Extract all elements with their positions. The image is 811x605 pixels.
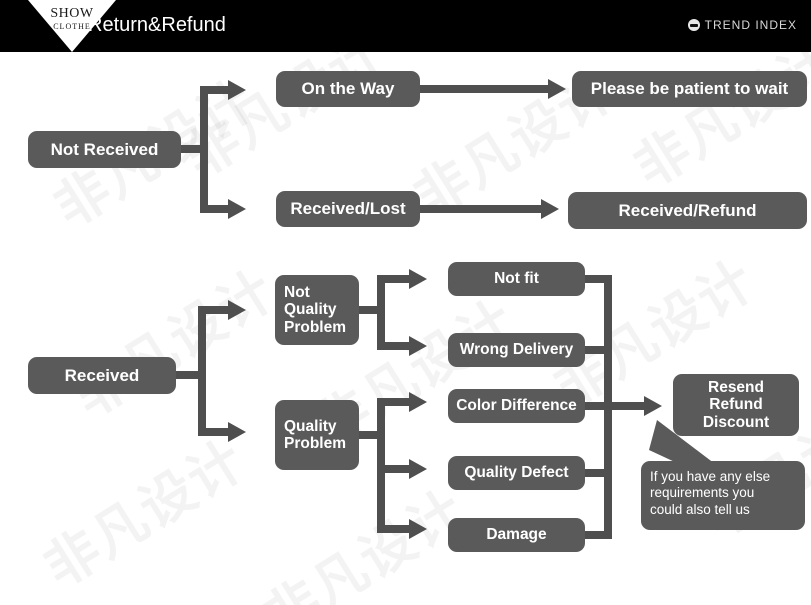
connector-line xyxy=(377,275,413,283)
arrow-head xyxy=(228,199,246,219)
arrow-head xyxy=(548,79,566,99)
arrow-head xyxy=(644,396,662,416)
connector-line xyxy=(200,86,208,213)
brand-logo: SHOW CLOTHE xyxy=(28,0,116,52)
node-not-received[interactable]: Not Received xyxy=(28,131,181,168)
node-label: Damage xyxy=(486,526,547,544)
logo-secondary-text: CLOTHE xyxy=(53,22,91,31)
connector-line xyxy=(420,205,545,213)
node-not-fit[interactable]: Not fit xyxy=(448,262,585,296)
node-label: Received/Lost xyxy=(290,199,406,219)
arrow-head xyxy=(409,519,427,539)
connector-line xyxy=(198,428,232,436)
connector-line xyxy=(359,306,385,314)
node-quality-defect[interactable]: Quality Defect xyxy=(448,456,585,490)
arrow-head xyxy=(228,422,246,442)
node-received[interactable]: Received xyxy=(28,357,176,394)
node-received-lost[interactable]: Received/Lost xyxy=(276,191,420,227)
speech-bubble-note[interactable]: If you have any else requirements you co… xyxy=(641,461,805,530)
connector-line xyxy=(359,431,385,439)
node-please-be-patient[interactable]: Please be patient to wait xyxy=(572,71,807,107)
connector-line xyxy=(377,275,385,350)
connector-line xyxy=(181,145,208,153)
page-header: SHOW CLOTHE Return&Refund TREND INDEX xyxy=(0,0,811,52)
logo-primary-text: SHOW xyxy=(50,6,94,21)
page-title: Return&Refund xyxy=(88,14,226,36)
note-line-1: If you have any else xyxy=(650,469,771,484)
brand-label: TREND INDEX xyxy=(704,18,797,32)
arrow-head xyxy=(409,336,427,356)
connector-line xyxy=(377,465,413,473)
connector-line xyxy=(198,306,206,436)
connector-line xyxy=(377,342,413,350)
node-label: Quality Defect xyxy=(464,464,569,482)
note-line-2: requirements you xyxy=(650,485,755,501)
node-received-refund[interactable]: Received/Refund xyxy=(568,192,807,229)
trend-index-badge: TREND INDEX xyxy=(687,18,797,32)
node-damage[interactable]: Damage xyxy=(448,518,585,552)
connector-line xyxy=(585,531,612,539)
arrow-head xyxy=(228,80,246,100)
arrow-head xyxy=(541,199,559,219)
connector-line xyxy=(377,525,413,533)
connector-line xyxy=(377,398,413,406)
arrow-head xyxy=(409,392,427,412)
arrow-head xyxy=(228,300,246,320)
node-label: Color Difference xyxy=(456,397,577,415)
connector-line xyxy=(200,205,232,213)
node-wrong-delivery[interactable]: Wrong Delivery xyxy=(448,333,585,367)
connector-line xyxy=(585,402,612,410)
globe-icon xyxy=(687,19,700,31)
connector-line xyxy=(200,86,232,94)
node-on-the-way[interactable]: On the Way xyxy=(276,71,420,107)
note-line-3: could also tell us xyxy=(650,501,750,517)
connector-line xyxy=(585,275,612,283)
arrow-head xyxy=(409,269,427,289)
triangle-logo-icon xyxy=(28,0,116,52)
arrow-head xyxy=(409,459,427,479)
node-label: On the Way xyxy=(301,79,395,99)
node-color-difference[interactable]: Color Difference xyxy=(448,389,585,423)
connector-line xyxy=(585,346,612,354)
connector-line xyxy=(420,85,552,93)
node-label: Please be patient to wait xyxy=(590,79,789,99)
connector-line xyxy=(585,469,612,477)
connector-line xyxy=(176,371,206,379)
connector-line xyxy=(604,402,648,410)
node-label: Not Received xyxy=(50,139,159,159)
node-label: Wrong Delivery xyxy=(459,341,574,359)
node-label: Received/Refund xyxy=(618,200,757,220)
connector-line xyxy=(198,306,232,314)
node-label: Received xyxy=(64,365,140,385)
node-label: Not fit xyxy=(494,270,539,288)
